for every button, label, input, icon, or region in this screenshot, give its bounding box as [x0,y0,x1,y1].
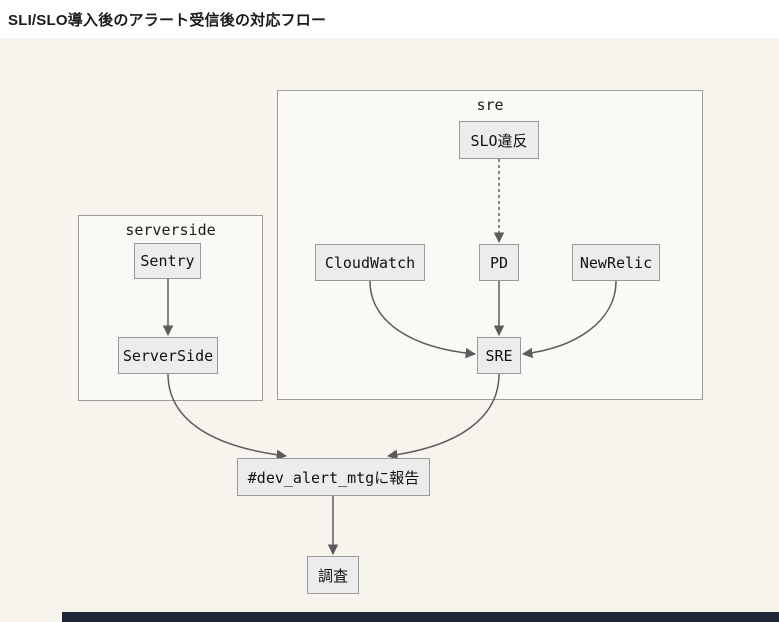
node-cloudwatch: CloudWatch [315,244,425,281]
node-sentry-label: Sentry [140,252,195,270]
flowchart-canvas: sre serverside SLO違反 CloudWatch [0,38,779,622]
node-report-dev-alert-mtg: #dev_alert_mtgに報告 [237,458,430,496]
node-sre-label: SRE [485,346,513,365]
node-slo-violation: SLO違反 [459,121,539,159]
node-pd: PD [479,244,519,281]
node-investigate: 調査 [307,556,359,594]
bottom-edge-bar [62,612,779,622]
title-bar: SLI/SLO導入後のアラート受信後の対応フロー [0,0,779,38]
node-slo-violation-label: SLO違反 [470,131,528,150]
node-serverside-label: ServerSide [122,346,214,365]
node-report-label: #dev_alert_mtgに報告 [247,468,420,487]
node-cloudwatch-label: CloudWatch [324,253,416,272]
node-newrelic-label: NewRelic [579,253,653,272]
node-pd-label: PD [489,253,509,272]
node-newrelic: NewRelic [572,244,660,281]
node-investigate-label: 調査 [317,566,348,585]
node-serverside: ServerSide [118,337,218,374]
node-sre: SRE [477,337,521,374]
subgraph-sre-label: sre [476,96,504,114]
node-sentry: Sentry [134,243,201,279]
page-title: SLI/SLO導入後のアラート受信後の対応フロー [8,11,327,29]
subgraph-serverside-label: serverside [125,221,216,239]
